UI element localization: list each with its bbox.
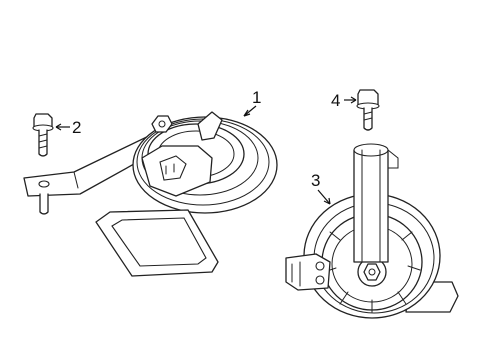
callout-4: 4 [331,91,357,110]
horn-assembly-3 [285,143,459,319]
callout-2-label: 2 [72,118,81,137]
bracket-hole [38,180,50,188]
horn-1-nut [151,115,173,133]
horn-3-connector [285,253,331,291]
callout-3-label: 3 [311,171,320,190]
callout-1-leader [243,105,257,117]
horn-1-trumpet-inner [111,217,207,267]
horn-1-bracket-stud [39,193,49,215]
bolt-2 [32,113,54,157]
callout-3-leader [317,189,331,205]
callout-1: 1 [243,88,261,117]
bolt-4 [356,89,380,131]
callout-2: 2 [55,118,81,137]
horn-3-bracket [353,149,389,263]
callout-1-label: 1 [252,88,261,107]
horn-assembly-1 [23,111,278,277]
bolt-2-shank [38,129,48,157]
horn-3-nut [363,263,381,281]
callout-4-label: 4 [331,91,340,110]
callout-3: 3 [311,171,331,205]
